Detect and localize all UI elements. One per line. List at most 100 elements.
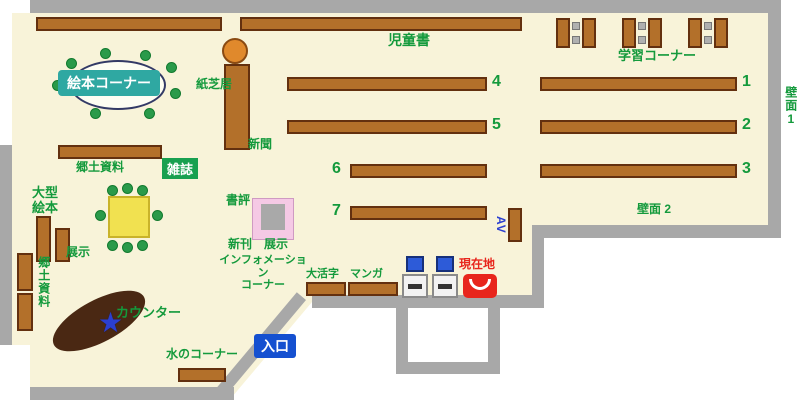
chair-dot <box>137 185 148 196</box>
study-desk <box>648 18 662 48</box>
display-stand-inner <box>261 204 285 230</box>
large-print-shelf <box>306 282 346 296</box>
label-wall-1: 壁面1 <box>783 86 798 127</box>
bookshelf-2 <box>540 120 737 134</box>
chair-dot <box>90 108 101 119</box>
label-display-center: 展示 <box>264 237 289 251</box>
opac-terminal-icon <box>436 256 454 272</box>
study-chair <box>704 36 712 44</box>
chair-dot <box>144 108 155 119</box>
label-local-materials-top: 郷土資料 <box>76 160 125 174</box>
label-large-picture-books: 大型絵本 <box>32 185 59 215</box>
label-newspaper: 新聞 <box>248 137 273 151</box>
chair-dot <box>107 185 118 196</box>
study-desk <box>622 18 636 48</box>
wall-stair-bottom <box>396 362 500 374</box>
shelf-number-7: 7 <box>332 202 341 219</box>
large-books-shelf-1 <box>36 216 51 262</box>
copy-machine-icon <box>432 274 458 298</box>
label-childrens-books: 児童書 <box>388 32 430 48</box>
wall-right-bottom <box>532 225 781 238</box>
chair-dot <box>152 210 163 221</box>
left-wall-shelf-1 <box>17 253 33 291</box>
bookshelf-7 <box>350 206 487 220</box>
study-chair <box>638 36 646 44</box>
reading-table <box>108 196 150 238</box>
chair-dot <box>122 183 133 194</box>
label-wall-2: 壁面 2 <box>637 202 672 216</box>
study-chair <box>704 22 712 30</box>
av-shelf <box>508 208 522 242</box>
marker-arc-icon <box>469 279 491 290</box>
shelf-number-4: 4 <box>492 73 501 90</box>
label-current-location: 現在地 <box>459 257 496 271</box>
wall-stair-left <box>396 308 408 374</box>
label-display-left: 展示 <box>66 245 91 259</box>
shelf-number-6: 6 <box>332 160 341 177</box>
label-book-review: 書評 <box>226 193 251 207</box>
label-manga: マンガ <box>350 268 383 280</box>
label-information-corner: インフォメーション コーナー <box>219 254 307 292</box>
shelf-number-1: 1 <box>742 73 751 90</box>
manga-shelf <box>348 282 398 296</box>
chair-dot <box>137 240 148 251</box>
study-desk <box>582 18 596 48</box>
chair-dot <box>140 50 151 61</box>
ehon-corner-label: 絵本コーナー <box>58 70 160 96</box>
study-chair <box>572 22 580 30</box>
label-new-books: 新刊 <box>228 237 253 251</box>
label-kamishibai: 紙芝居 <box>196 77 233 91</box>
label-water-corner: 水のコーナー <box>166 347 239 361</box>
study-desk-group <box>622 18 664 48</box>
chair-dot <box>100 48 111 59</box>
kamishibai-rack <box>224 64 250 150</box>
bookshelf-top-left <box>36 17 222 31</box>
wall-bottom-left <box>30 387 234 400</box>
chair-dot <box>122 242 133 253</box>
study-desk <box>714 18 728 48</box>
chair-dot <box>107 240 118 251</box>
display-stand <box>252 198 294 240</box>
bookshelf-4 <box>287 77 487 91</box>
bookshelf-top-center <box>240 17 522 31</box>
shelf-number-3: 3 <box>742 160 751 177</box>
chair-dot <box>95 210 106 221</box>
wall-top <box>30 0 768 13</box>
wall-right <box>768 0 781 238</box>
study-desk-group <box>688 18 730 48</box>
chair-dot <box>166 62 177 73</box>
left-wall-shelf-2 <box>17 293 33 331</box>
star-icon: ★ <box>98 307 124 338</box>
wall-mid-vertical <box>532 232 544 302</box>
label-entrance: 入口 <box>254 334 296 358</box>
opac-terminal-icon <box>406 256 424 272</box>
local-materials-shelf-top <box>58 145 162 159</box>
shelf-number-2: 2 <box>742 116 751 133</box>
bookshelf-6 <box>350 164 487 178</box>
bookshelf-5 <box>287 120 487 134</box>
label-av: AV <box>493 216 508 234</box>
wall-left <box>0 145 12 345</box>
shelf-number-5: 5 <box>492 116 501 133</box>
bookshelf-1 <box>540 77 737 91</box>
current-location-marker <box>463 274 497 298</box>
study-desk <box>688 18 702 48</box>
chair-dot <box>170 88 181 99</box>
stool-icon <box>222 38 248 64</box>
study-desk <box>556 18 570 48</box>
study-chair <box>572 36 580 44</box>
copy-machine-icon <box>402 274 428 298</box>
label-study-corner: 学習コーナー <box>618 48 697 63</box>
chair-dot <box>66 58 77 69</box>
wall-bottom-center <box>312 295 544 308</box>
label-counter: カウンター <box>116 305 182 320</box>
label-magazines: 雑誌 <box>162 158 199 179</box>
study-desk-group <box>556 18 598 48</box>
study-chair <box>638 22 646 30</box>
water-corner-shelf <box>178 368 226 382</box>
large-books-shelf-2 <box>55 228 70 262</box>
wall-stair-right <box>488 308 500 374</box>
label-large-print: 大活字 <box>306 268 339 280</box>
label-local-materials-left: 郷土資料 <box>36 256 51 308</box>
